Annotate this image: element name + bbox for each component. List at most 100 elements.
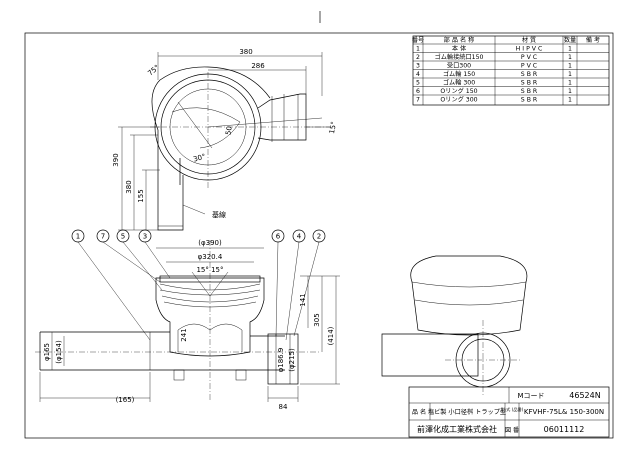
part-material: P V C xyxy=(521,54,537,61)
name-label: 品 名 xyxy=(412,408,426,416)
plan-view: 380 286 75° 390 380 155 50 30° 15° 基線 xyxy=(112,48,338,231)
callout-leader xyxy=(275,241,279,337)
title-block: Mコード 46524N 品 名 塩ビ製 小口径桝 トラップ型 型 式 (品番) … xyxy=(408,386,610,438)
part-no: 7 xyxy=(416,97,420,104)
plan-inlet-spigot xyxy=(157,175,184,231)
header-note: 備 考 xyxy=(586,36,600,44)
callout-bubble xyxy=(116,229,130,243)
part-name: ゴム輪 150 xyxy=(443,70,475,78)
front-basin-body xyxy=(155,277,265,357)
company-name: 前澤化成工業株式会社 xyxy=(417,424,497,434)
part-no: 2 xyxy=(416,54,420,61)
dim-241-label: 241 xyxy=(180,328,188,341)
dim-1869-label: φ186.9 xyxy=(277,348,285,373)
part-name: 本 体 xyxy=(452,45,467,53)
callout-leader xyxy=(77,241,151,341)
callout-bubble xyxy=(71,229,85,243)
dim-215-label: (φ215) xyxy=(288,348,296,372)
angle-15-label: 15° xyxy=(328,121,338,135)
dim-154-label: (φ154) xyxy=(55,340,63,364)
part-qty: 1 xyxy=(568,71,572,78)
dim-390f-label: (φ390) xyxy=(198,239,222,247)
part-name: 受口300 xyxy=(447,62,471,70)
callout-leader xyxy=(122,241,163,291)
callout-leader xyxy=(285,241,300,341)
dim-380v-label: 380 xyxy=(125,180,133,193)
dim-286-label: 286 xyxy=(251,62,265,70)
callout-bubble xyxy=(138,229,152,243)
baseline-label: 基線 xyxy=(212,210,226,219)
name-value: 塩ビ製 小口径桝 トラップ型 xyxy=(428,408,506,416)
part-no: 1 xyxy=(416,46,420,53)
callout-bubble xyxy=(271,229,285,243)
callout-leader xyxy=(293,241,320,337)
plan-outlet xyxy=(257,93,307,141)
drawing-value: 06011112 xyxy=(544,425,585,434)
part-material: H I P V C xyxy=(516,46,543,53)
header-material: 材 質 xyxy=(522,36,536,44)
dim-165-label: φ165 xyxy=(43,343,51,361)
front-rim xyxy=(159,275,261,283)
dim-84-label: 84 xyxy=(279,403,288,411)
callout-number: 4 xyxy=(297,233,302,241)
part-name: Oリング 300 xyxy=(440,96,477,104)
header-name: 部 品 名 称 xyxy=(444,36,475,44)
side-basin xyxy=(410,255,528,336)
angle-15-15-label: 15° 15° xyxy=(196,266,223,274)
plan-outer-shell xyxy=(151,66,271,187)
part-material: S B R xyxy=(521,88,538,95)
part-qty: 1 xyxy=(568,54,572,61)
part-no: 4 xyxy=(416,71,420,78)
front-main-pipe xyxy=(39,331,285,371)
header-qty: 数量 xyxy=(564,36,576,44)
dim-390-label: 390 xyxy=(112,153,120,166)
part-name: Oリング 150 xyxy=(440,87,477,95)
sheet-border xyxy=(24,32,614,439)
mark-label: Mコード xyxy=(517,392,544,400)
part-no: 3 xyxy=(416,63,420,70)
dim-414-label: (414) xyxy=(327,326,335,345)
mark-value: 46524N xyxy=(569,391,600,400)
part-no: 5 xyxy=(416,80,420,87)
part-qty: 1 xyxy=(568,63,572,70)
front-view: 1 7 5 3 6 4 2 (φ390) φ320.4 15° 15° xyxy=(35,229,340,411)
part-qty: 1 xyxy=(568,46,572,53)
dim-380-label: 380 xyxy=(239,48,252,56)
callout-number: 5 xyxy=(121,233,125,241)
part-qty: 1 xyxy=(568,80,572,87)
header-no: 番号 xyxy=(412,37,424,44)
dim-320-label: φ320.4 xyxy=(198,253,223,261)
dim-50-label: 50 xyxy=(224,126,233,136)
part-qty: 1 xyxy=(568,97,572,104)
callout-number: 2 xyxy=(317,233,321,241)
callout-bubble xyxy=(292,229,306,243)
part-material: P V C xyxy=(521,63,537,70)
callout-number: 3 xyxy=(143,233,147,241)
basin-inner-circle xyxy=(169,88,247,166)
model-value: KFVHF-75L& 150-300N xyxy=(524,408,604,416)
part-qty: 1 xyxy=(568,88,572,95)
dim-165b-label: (165) xyxy=(116,396,135,404)
side-inlet-pipe xyxy=(381,333,479,377)
callout-number: 6 xyxy=(276,233,281,241)
angle-75-label: 75° xyxy=(146,63,161,77)
side-view xyxy=(381,255,528,395)
basin-rim-circle xyxy=(160,79,256,175)
callout-number: 1 xyxy=(76,233,80,241)
callout-number: 7 xyxy=(101,233,105,241)
dim-305-label: 305 xyxy=(313,313,321,326)
dim-141-label: 141 xyxy=(299,293,307,306)
dim-155-label: 155 xyxy=(137,189,145,202)
callout-bubble xyxy=(96,229,110,243)
model-label: 型 式 (品番) xyxy=(501,406,524,413)
callout-bubble xyxy=(312,229,326,243)
part-material: S B R xyxy=(521,80,538,87)
callout-leader xyxy=(144,241,171,279)
angle-30-label: 30° xyxy=(192,153,206,164)
callout-leader xyxy=(102,241,161,283)
part-material: S B R xyxy=(521,97,538,104)
part-name: ゴム輪 300 xyxy=(443,79,475,87)
